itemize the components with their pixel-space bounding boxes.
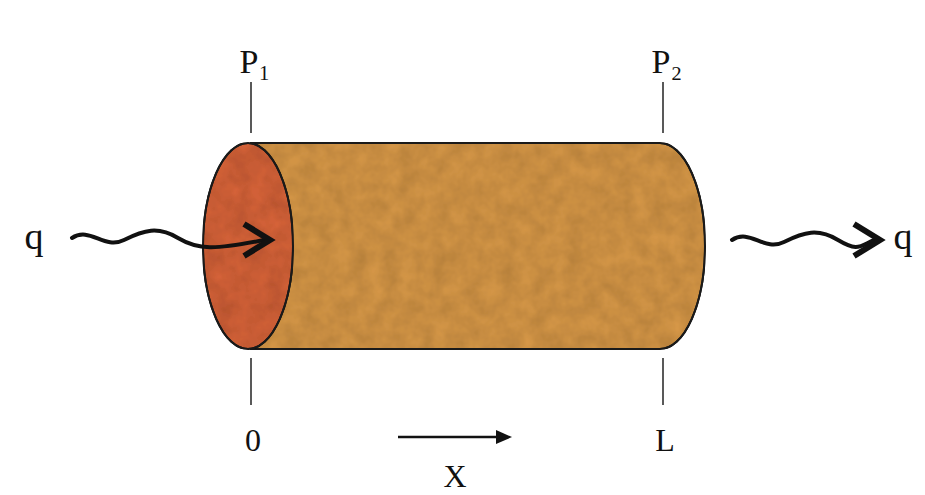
flow-label: q	[894, 217, 913, 255]
flow-arrow	[72, 231, 264, 248]
tick-line	[250, 358, 252, 405]
pressure-label: P₁	[240, 45, 271, 79]
flow-arrowhead	[854, 224, 880, 256]
axis-label: X	[443, 460, 466, 492]
flow-arrowhead	[244, 224, 270, 256]
tick-line	[662, 82, 664, 133]
cylinder-outline	[250, 143, 705, 349]
axis-arrowhead	[496, 430, 512, 444]
pressure-label: P₂	[652, 45, 683, 79]
tick-line	[662, 358, 664, 405]
tick-line	[250, 82, 252, 133]
cylinder-body	[250, 143, 705, 349]
position-label: L	[655, 424, 675, 456]
flow-arrow	[732, 233, 874, 247]
flow-label: q	[25, 217, 44, 255]
axis-arrow	[398, 436, 500, 439]
position-label: 0	[245, 424, 261, 456]
